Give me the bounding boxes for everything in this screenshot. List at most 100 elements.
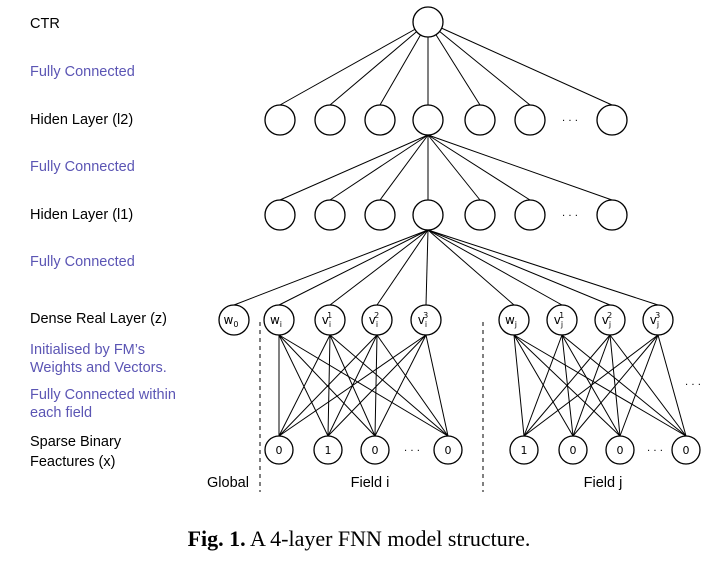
connection-line: [379, 21, 429, 106]
connection-line: [278, 334, 427, 437]
field-i-sparse-value: 0: [276, 444, 283, 457]
hidden-layer-1-ellipsis: · · ·: [562, 211, 578, 222]
connection-line: [427, 134, 531, 201]
more-fields-ellipsis: · · ·: [685, 380, 701, 391]
fully-connected-label-2: Fully Connected: [30, 159, 135, 175]
field-j-dense-label: wj: [505, 313, 517, 329]
dense-real-layer-label: Dense Real Layer (z): [30, 311, 167, 327]
global-section-label: Global: [207, 475, 249, 491]
connection-line: [427, 21, 531, 106]
field-i-dense-label: wi: [270, 313, 282, 329]
field-j-dense-label: vj2: [602, 311, 612, 329]
fully-connected-within-label-line-2: each field: [30, 405, 93, 421]
field-j-section-label: Field j: [584, 475, 623, 491]
field-j-sparse-value: 0: [570, 444, 577, 457]
field-j-dense-node: [498, 304, 530, 336]
hidden-layer-1-node: [364, 199, 396, 231]
connection-line: [427, 21, 481, 106]
sparse-binary-label-line-1: Sparse Binary: [30, 434, 122, 450]
connection-line: [278, 334, 449, 437]
hidden-layer-2-ellipsis: · · ·: [562, 116, 578, 127]
connection-line: [376, 229, 429, 306]
field-j-dense-node: [642, 304, 674, 336]
field-i-dense-label: vi1: [322, 311, 332, 329]
figure-caption: Fig. 1. A 4-layer FNN model structure.: [0, 526, 718, 552]
connection-line: [523, 334, 659, 437]
connection-line: [329, 334, 449, 437]
connection-line: [278, 334, 378, 437]
global-bias-node: [218, 304, 250, 336]
field-j-sparse-ellipsis: · · ·: [647, 446, 663, 457]
connection-line: [376, 334, 449, 437]
initialised-label-line-1: Initialised by FM’s: [30, 342, 145, 358]
connection-line: [619, 334, 659, 437]
field-j-sparse-node: [509, 435, 539, 465]
sparse-binary-label-line-2: Feactures (x): [30, 454, 116, 470]
connection-line: [278, 229, 429, 306]
field-i-dense-label: vi2: [369, 311, 379, 329]
connection-line: [374, 334, 378, 437]
connection-line: [279, 134, 429, 201]
connection-line: [513, 334, 525, 437]
hidden-layer-1-node: [514, 199, 546, 231]
hidden-layer-2-node: [364, 104, 396, 136]
field-i-sparse-node: [264, 435, 294, 465]
initialised-label-line-2: Weights and Vectors.: [30, 360, 167, 376]
ctr-output-node: [412, 6, 444, 38]
field-j-dense-label: vj1: [554, 311, 564, 329]
field-j-sparse-value: 1: [521, 444, 528, 457]
connection-line: [427, 21, 613, 106]
connection-line: [427, 134, 481, 201]
connection-line: [427, 134, 613, 201]
field-j-dense-label: vj3: [650, 311, 660, 329]
ctr-label: CTR: [30, 16, 60, 32]
global-bias-label: w0: [224, 313, 239, 329]
connection-line: [278, 334, 329, 437]
hidden-layer-2-node: [464, 104, 496, 136]
field-i-sparse-node: [313, 435, 343, 465]
hidden-layer-1-node: [596, 199, 628, 231]
field-i-dense-node: [314, 304, 346, 336]
connection-line: [427, 229, 659, 306]
connection-line: [427, 229, 563, 306]
field-j-sparse-value: 0: [617, 444, 624, 457]
hidden-layer-2-node: [596, 104, 628, 136]
hidden-layer-2-node: [412, 104, 444, 136]
connection-line: [278, 334, 331, 437]
connection-line: [425, 334, 449, 437]
connection-line: [609, 334, 687, 437]
field-i-dense-node: [263, 304, 295, 336]
field-j-dense-node: [546, 304, 578, 336]
field-j-dense-node: [594, 304, 626, 336]
connection-line: [329, 21, 429, 106]
connection-line: [572, 334, 659, 437]
field-i-section-label: Field i: [351, 475, 390, 491]
hidden-layer-2-node: [514, 104, 546, 136]
fully-connected-label-1: Fully Connected: [30, 64, 135, 80]
hidden-layer-1-node: [314, 199, 346, 231]
field-i-dense-node: [410, 304, 442, 336]
caption-prefix: Fig. 1.: [187, 526, 246, 551]
connection-line: [379, 134, 429, 201]
connection-line: [427, 229, 515, 306]
connection-line: [427, 229, 611, 306]
connection-line: [425, 229, 429, 306]
connection-line: [657, 334, 687, 437]
field-j-sparse-node: [558, 435, 588, 465]
field-i-sparse-node: [433, 435, 463, 465]
field-i-sparse-value: 0: [372, 444, 379, 457]
connection-line: [327, 334, 331, 437]
field-i-sparse-ellipsis: · · ·: [404, 446, 420, 457]
hidden-layer-2-node: [264, 104, 296, 136]
connection-line: [279, 21, 429, 106]
field-j-sparse-node: [605, 435, 635, 465]
hidden-layer-2-node: [314, 104, 346, 136]
connection-line: [374, 334, 427, 437]
connection-line: [327, 334, 427, 437]
hidden-layer-1-node: [264, 199, 296, 231]
connection-line: [329, 134, 429, 201]
connection-line: [233, 229, 429, 306]
fully-connected-label-3: Fully Connected: [30, 254, 135, 270]
field-i-sparse-node: [360, 435, 390, 465]
field-j-sparse-value: 0: [683, 444, 690, 457]
